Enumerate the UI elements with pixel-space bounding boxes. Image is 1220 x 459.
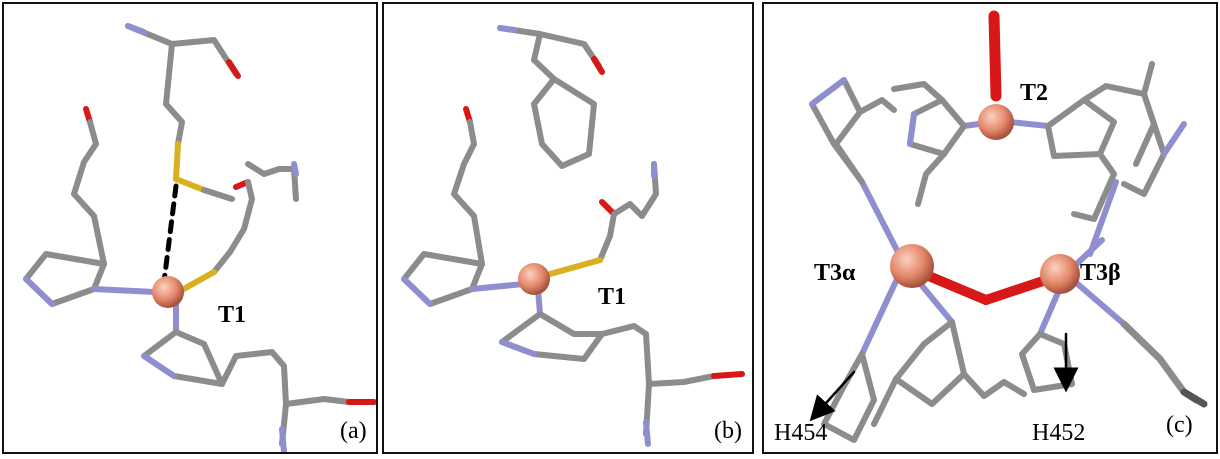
panel-a-structure <box>23 23 376 452</box>
panel-c: T2 T3α T3β H454 H452 (c) <box>762 2 1218 454</box>
panel-c-structure <box>809 10 1208 443</box>
panel-a: T1 (a) <box>2 2 378 454</box>
site-label-t3-alpha: T3α <box>814 260 856 286</box>
copper-atom <box>518 263 550 295</box>
copper-t3-beta <box>1040 254 1080 294</box>
residue-label-h454: H454 <box>774 420 828 446</box>
site-label-t3-beta: T3β <box>1080 260 1121 286</box>
arrow-h454 <box>809 370 856 422</box>
phe-ring <box>531 76 597 169</box>
copper-atom <box>152 276 184 308</box>
his-ring-bottom <box>141 329 225 387</box>
copper-t3-alpha <box>890 244 934 288</box>
site-label-t1: T1 <box>218 302 247 328</box>
panel-tag-c: (c) <box>1166 412 1193 438</box>
panel-tag-a: (a) <box>340 418 367 444</box>
panel-tag-b: (b) <box>714 418 742 444</box>
residue-label-h452: H452 <box>1032 420 1086 446</box>
site-label-t2: T2 <box>1020 80 1049 106</box>
panel-b: T1 (b) <box>382 2 754 454</box>
hbond-dash <box>161 183 179 285</box>
panel-b-structure <box>401 25 745 447</box>
his-ring-left <box>23 251 107 307</box>
copper-t2 <box>978 104 1014 140</box>
met-backbone <box>125 23 239 77</box>
site-label-t1: T1 <box>598 284 627 310</box>
